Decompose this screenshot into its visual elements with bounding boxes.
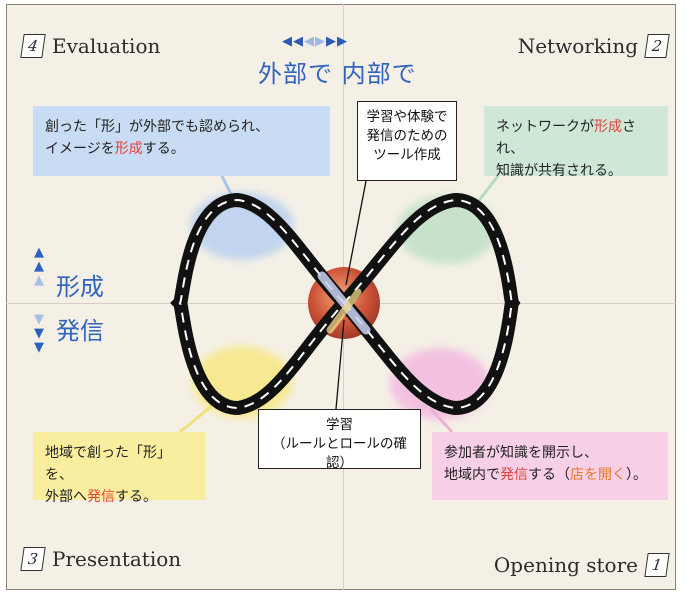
pointer-top [345,180,367,286]
box-text-line: 地域内で発信する（店を開く）。 [444,467,647,483]
box-text-line: 外部へ発信する。 [45,489,157,505]
horizontal-direction-arrows-icon: ◀◀◀▶▶▶ [282,34,348,49]
corner-label: Presentation [52,547,182,571]
corner-evaluation: 4 Evaluation [20,34,161,58]
callout-line: 学習 [326,417,353,433]
info-box-opening-store: 参加者が知識を開示し、 地域内で発信する（店を開く）。 [432,432,668,500]
corner-label: Opening store [493,553,638,577]
connector-yellow [179,402,215,434]
side-label-bottom: 発信 [56,317,104,345]
info-box-networking: ネットワークが形成され、 知識が共有される。 [484,106,668,179]
callout-line: ツール作成 [373,147,441,163]
corner-label: Networking [517,34,638,58]
box-text-line: 参加者が知識を開示し、 [444,445,598,461]
step-number-badge: 3 [20,547,46,571]
horizontal-axis-label: 外部で 内部で [258,60,417,88]
callout-line: （ルールとロールの確認） [272,436,407,471]
box-text-line: 知識が共有される。 [496,163,622,179]
step-number-badge: 1 [644,553,670,577]
corner-networking: Networking 2 [517,34,670,58]
band-blue [317,271,371,335]
side-label-top: 形成 [56,273,104,301]
callout-line: 学習や体験で [366,109,448,125]
connector-pink [428,406,454,434]
callout-line: 発信のための [366,128,448,144]
info-box-evaluation: 創った「形」が外部でも認められ、 イメージを形成する。 [33,106,330,176]
pointer-bottom [335,319,345,410]
corner-presentation: 3 Presentation [20,547,182,571]
box-text-line: イメージを形成する。 [45,141,185,157]
box-text-line: ネットワークが形成され、 [496,119,636,157]
down-arrows-icon: ▼▼▼ [34,312,44,355]
info-box-presentation: 地域で創った「形」を、 外部へ発信する。 [33,432,205,505]
corner-label: Evaluation [52,34,161,58]
box-text-line: 地域で創った「形」を、 [45,445,171,483]
callout-learning: 学習 （ルールとロールの確認） [258,409,421,471]
corner-opening-store: Opening store 1 [493,553,670,577]
box-text-line: 創った「形」が外部でも認められ、 [45,119,270,135]
step-number-badge: 4 [20,34,46,58]
step-number-badge: 2 [644,34,670,58]
callout-tool-creation: 学習や体験で 発信のための ツール作成 [357,101,457,181]
up-arrows-icon: ▲▲▲ [34,245,44,288]
band-yellow [326,288,362,334]
